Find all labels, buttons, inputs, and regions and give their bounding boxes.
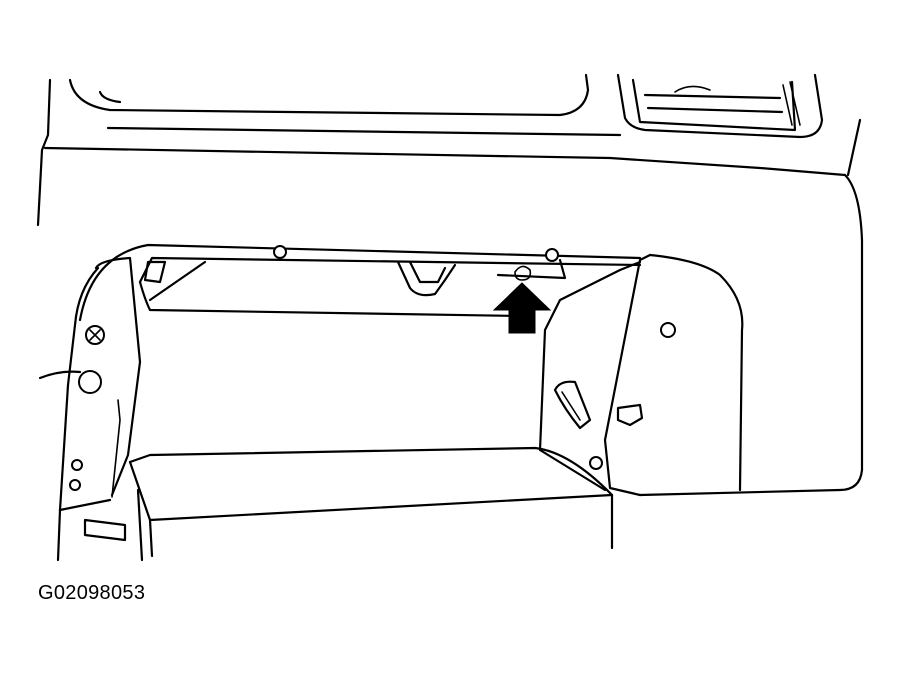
indicator-arrow: [492, 282, 552, 334]
air-vent: [616, 73, 824, 139]
figure-id-label: G02098053: [38, 582, 146, 604]
lower-box-block: [128, 446, 614, 562]
right-side-panel: [589, 173, 864, 497]
inner-top-rim: [138, 245, 642, 452]
upper-dash-panel: [36, 73, 862, 227]
glove-box-frame: [38, 243, 642, 562]
interior-right-wall: [538, 380, 644, 492]
